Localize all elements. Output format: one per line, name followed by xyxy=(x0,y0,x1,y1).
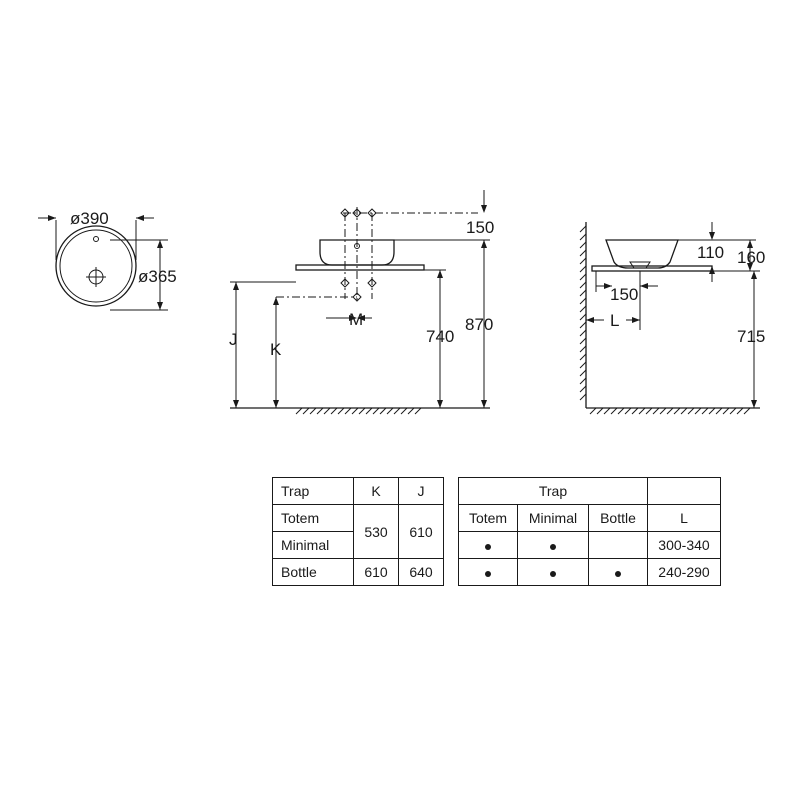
header-trap: Trap xyxy=(272,477,354,505)
trap-name: Bottle xyxy=(272,558,354,586)
side-floor-hatching xyxy=(589,407,751,415)
table-header-row: Trap xyxy=(458,477,721,505)
wall-hatching xyxy=(579,225,587,401)
subheader-minimal: Minimal xyxy=(517,504,589,532)
overflow-hole xyxy=(93,236,99,242)
cell-totem xyxy=(458,558,518,586)
bottom-to-floor-label: 740 xyxy=(426,327,454,346)
trap-name: Minimal xyxy=(272,531,354,559)
table-row: Totem 530 610 xyxy=(272,504,444,559)
bullet-icon xyxy=(485,571,491,577)
j-value: 640 xyxy=(398,558,444,586)
k-dimension-label: K xyxy=(270,340,282,359)
side-width-label: 150 xyxy=(610,285,638,304)
rim-to-floor-label: 870 xyxy=(465,315,493,334)
basin-outer-circle xyxy=(55,225,137,307)
table-row: Minimal xyxy=(272,531,444,559)
cell-minimal xyxy=(517,531,589,559)
top-view: ø390 ø365 xyxy=(38,209,177,311)
l-dimension-label: L xyxy=(610,311,619,330)
bullet-icon xyxy=(615,571,621,577)
front-floor-hatching xyxy=(295,407,422,415)
j-value: 610 xyxy=(398,504,444,559)
trap-l-table: Trap Totem Minimal Bottle L 300-340 240-… xyxy=(458,477,721,586)
table-subheader-row: Totem Minimal Bottle L xyxy=(458,504,721,532)
m-dimension-label: M xyxy=(349,310,363,329)
subheader-bottle: Bottle xyxy=(588,504,648,532)
cell-bottle xyxy=(588,531,648,559)
table-row: 240-290 xyxy=(458,558,721,586)
cell-l: 300-340 xyxy=(647,531,721,559)
front-view: M 150 J K 740 870 xyxy=(229,190,494,415)
subheader-l: L xyxy=(647,504,721,532)
countertop xyxy=(295,264,425,271)
basin-inner-circle xyxy=(59,229,133,303)
k-value: 610 xyxy=(353,558,399,586)
header-j: J xyxy=(398,477,444,505)
side-height-label: 160 xyxy=(737,248,765,267)
trap-kj-table: Trap K J Totem 530 610 Minimal Bottle 61… xyxy=(272,477,444,586)
side-basin-body xyxy=(605,239,679,269)
side-depth-label: 110 xyxy=(697,243,724,262)
cell-bottle xyxy=(588,558,648,586)
trap-name: Totem xyxy=(272,504,354,532)
j-dimension-label: J xyxy=(229,330,238,349)
bullet-icon xyxy=(485,544,491,550)
bullet-icon xyxy=(550,571,556,577)
side-counter-height-label: 715 xyxy=(737,327,765,346)
k-value: 530 xyxy=(353,504,399,559)
cell-totem xyxy=(458,531,518,559)
cell-l: 240-290 xyxy=(647,558,721,586)
header-trap: Trap xyxy=(458,477,648,505)
tap-offset-label: 150 xyxy=(466,218,494,237)
outer-diameter-label: ø390 xyxy=(70,209,109,228)
bullet-icon xyxy=(550,544,556,550)
side-view: 110 160 150 L 715 xyxy=(579,222,765,415)
header-empty xyxy=(647,477,721,505)
subheader-totem: Totem xyxy=(458,504,518,532)
cell-minimal xyxy=(517,558,589,586)
table-header-row: Trap K J xyxy=(272,477,444,505)
table-row: Bottle 610 640 xyxy=(272,558,444,586)
inner-diameter-label: ø365 xyxy=(138,267,177,286)
header-k: K xyxy=(353,477,399,505)
table-row: 300-340 xyxy=(458,531,721,559)
